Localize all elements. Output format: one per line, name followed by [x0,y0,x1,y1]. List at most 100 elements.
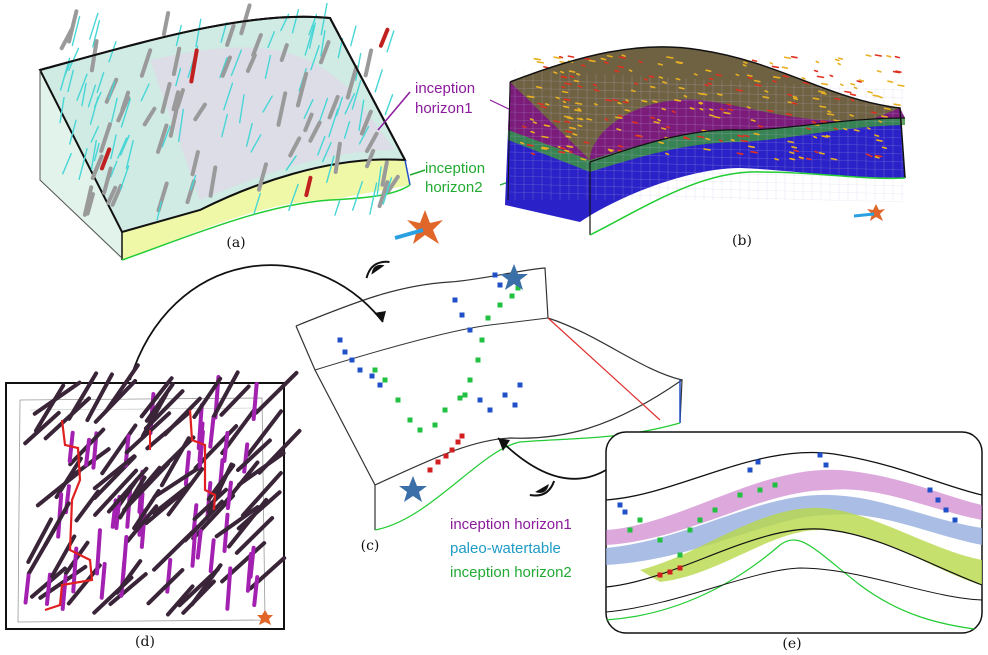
path-node [372,367,378,373]
fracture-plane [264,54,272,80]
speckle [564,82,572,86]
speckle [577,124,583,128]
speckle [593,89,600,92]
fracture-plane [93,142,100,162]
path-node [475,357,481,363]
speckle [526,95,535,99]
path-node [757,487,763,493]
fracture-plane [304,24,315,56]
path-node [667,569,673,575]
fracture-plane [250,134,262,153]
path-node [622,509,628,515]
speckle [699,101,704,105]
grid-line [509,127,906,139]
fracture-plane [376,166,382,197]
speckle [867,90,873,94]
speckle [564,149,570,153]
speckle [649,85,656,89]
speckle [708,77,714,81]
fracture-plane [222,431,230,463]
speckle [894,55,901,59]
panel-d [5,363,302,630]
fracture-plane [175,88,185,109]
fracture-plane [74,489,100,523]
label-inception1-line1: inception [415,80,475,97]
fracture-plane [89,12,99,40]
speckle [821,92,827,95]
fracture-plane [190,174,197,191]
speckle [535,85,543,89]
fracture-plane [120,98,131,128]
speckle [577,107,581,111]
fracture-plane [304,175,313,198]
speckle [621,54,626,57]
fracture-plane [82,185,94,217]
fracture-plane [43,501,71,548]
fracture-plane [85,372,114,423]
speckle [856,80,862,83]
grid-line [509,175,906,187]
panel-e: inception horizon1 paleo-watertable ince… [450,431,983,634]
grid-line [509,103,906,115]
speckle [789,157,796,161]
speckle [543,124,551,127]
fracture-plane [119,165,130,191]
fracture-plane [68,47,80,72]
speckle [625,99,629,102]
path-node [342,349,348,355]
speckle [638,60,643,64]
speckle [605,98,613,102]
speckle [569,75,575,78]
fracture-plane [320,30,326,57]
speckle [563,115,572,119]
grid-line [509,87,906,99]
speckle [661,127,667,130]
fracture-plane [171,90,181,112]
speckle [850,98,855,102]
fracture-plane [214,505,260,539]
panel-c [295,260,683,531]
fracture-plane [26,517,54,564]
fracture-plane [100,423,138,476]
speckle [658,76,664,79]
fracture-plane [310,44,320,71]
path-node [357,367,363,373]
path-node [479,337,485,343]
speckle [753,132,760,136]
speckle [805,157,812,161]
fracture-plane [110,134,117,160]
fracture-plane [221,113,229,138]
speckle [746,106,751,109]
fracture-plane [144,490,185,526]
annotation-horizon1: inception horizon1 [377,80,516,131]
speckle [575,72,581,76]
speckle [837,62,842,66]
fracture-plane [386,174,400,194]
fracture-plane [239,3,252,36]
path-node [455,439,461,445]
fracture-plane [189,48,199,84]
fracture-plane [33,383,66,433]
fracture-plane [67,9,79,44]
fracture-plane [335,96,343,117]
speckle [588,59,596,63]
fracture-plane [108,80,116,100]
fracture-plane [364,131,379,154]
fracture-plane [69,119,77,145]
speckle [726,103,732,106]
speckle [580,157,586,161]
speckle [617,144,624,148]
fracture-plane [108,40,117,63]
speckle [558,150,566,154]
fracture-plane [87,84,97,108]
path-node [485,315,491,321]
speckle [791,102,798,105]
fracture-plane [333,141,342,174]
fracture-plane [220,55,232,78]
speckle [630,89,636,93]
fracture-plane [334,200,341,216]
speckle [530,152,536,156]
grid-line [509,119,906,131]
speckle [742,64,747,67]
speckle [648,75,655,78]
